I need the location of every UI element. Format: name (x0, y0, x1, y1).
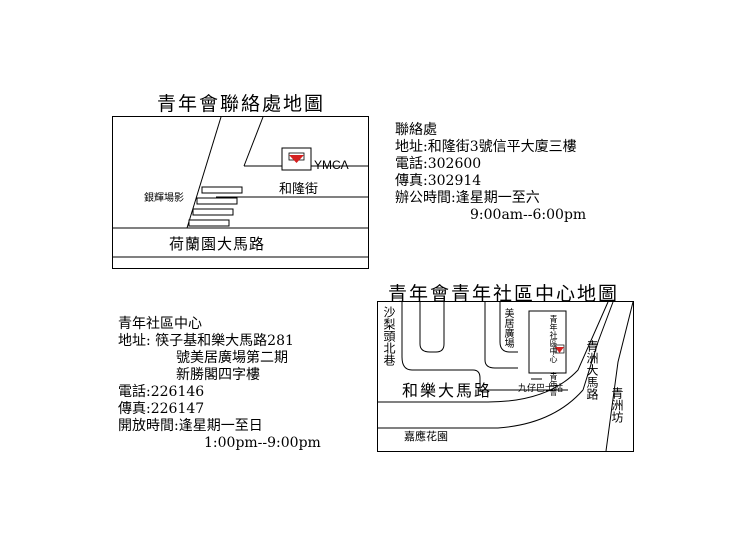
community-center-box (528, 310, 567, 374)
community-map-title: 青年會青年社區中心地圖 (388, 283, 620, 305)
contact-address: 地址:和隆街3號信平大廈三樓 (395, 139, 577, 155)
community-fax: 傳真:226147 (118, 401, 205, 417)
community-address-3: 新勝閣四字樓 (176, 367, 260, 383)
ymca-label: YMCA (314, 158, 349, 172)
contact-hours-label: 辦公時間:逢星期一至六 (395, 190, 540, 206)
contact-hours: 9:00am--6:00pm (470, 207, 587, 223)
garden-label: 嘉應花園 (404, 430, 448, 443)
lane-sha-li-label: 沙梨頭北巷 (382, 306, 396, 366)
he-le-road-label: 和樂大馬路 (402, 381, 493, 400)
street-he-long-label: 和隆街 (279, 182, 319, 197)
contact-fax: 傳真:302914 (395, 173, 482, 189)
community-phone: 電話:226146 (118, 384, 205, 400)
ymca-marker-icon (554, 344, 565, 354)
contact-map-roads (113, 116, 368, 258)
community-info: 青年社區中心 地址: 筷子基和樂大馬路281 號美居廣場第二期 新勝閣四字樓 電… (118, 316, 321, 452)
main-road-label: 荷蘭園大馬路 (169, 235, 266, 253)
plaza-mei-ju-label: 美居廣場 (502, 308, 513, 348)
contact-phone: 電話:302600 (395, 156, 482, 172)
community-map-roads (378, 301, 634, 452)
crosswalk (188, 186, 243, 227)
community-map: 沙梨頭北巷 美居廣場 青年社區中心 青年會 青洲大馬路 青洲坊 和樂大馬路 九仔… (377, 301, 634, 452)
qing-zhou-road-label: 青洲大馬路 (585, 340, 599, 400)
contact-info: 聯絡處 地址:和隆街3號信平大廈三樓 電話:302600 傳真:302914 辦… (395, 122, 586, 224)
contact-heading: 聯絡處 (395, 122, 437, 138)
community-hours-label: 開放時間:逢星期一至日 (118, 418, 263, 434)
ymca-logo-icon (288, 152, 305, 163)
center-box-label: 青年社區中心 青年會 (549, 315, 558, 396)
contact-map-title: 青年會聯絡處地圖 (157, 93, 326, 115)
bus-stop-label: 九仔巴士站 (518, 384, 564, 394)
cinema-label: 銀輝場影 (144, 193, 184, 204)
community-heading: 青年社區中心 (118, 316, 202, 332)
qing-zhou-area-label: 青洲坊 (610, 387, 624, 423)
community-address-1: 地址: 筷子基和樂大馬路281 (118, 333, 294, 349)
contact-map: YMCA 和隆街 銀輝場影 荷蘭園大馬路 (112, 116, 369, 269)
community-hours: 1:00pm--9:00pm (204, 435, 321, 451)
community-address-2: 號美居廣場第二期 (176, 350, 288, 366)
